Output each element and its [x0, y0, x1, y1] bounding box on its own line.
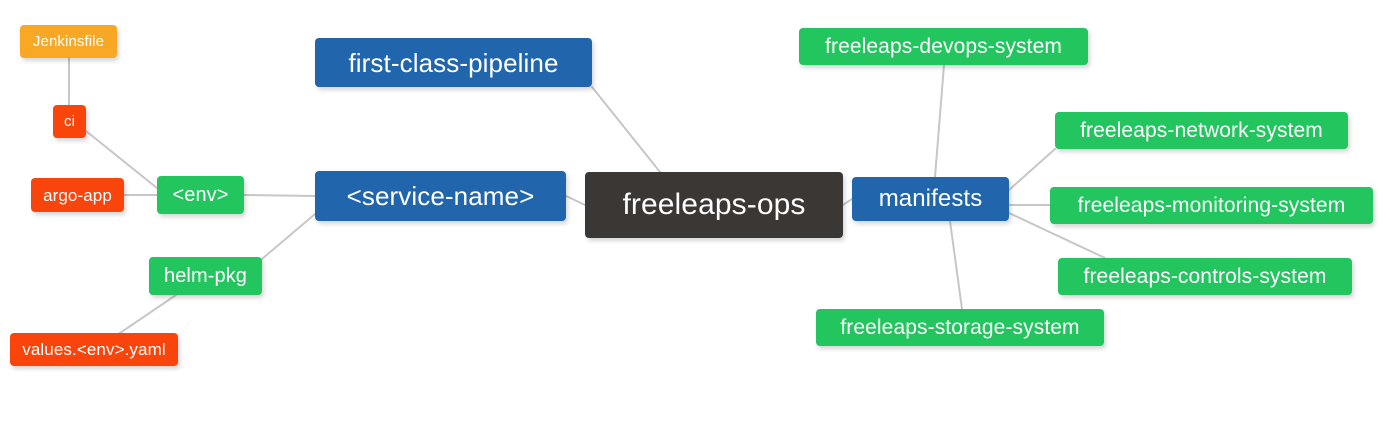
mindmap-node-ci[interactable]: ci [53, 105, 86, 138]
edge-service-name-to-first-class-pipeline [591, 86, 661, 173]
mindmap-node-freeleaps-network-system[interactable]: freeleaps-network-system [1055, 112, 1348, 149]
edge-service-name-to-helm-pkg [261, 213, 316, 260]
edge-manifests-to-freeleaps-devops-system [934, 64, 945, 178]
mindmap-node-freeleaps-ops[interactable]: freeleaps-ops [585, 172, 843, 238]
edge-freeleaps-ops-to-service-name [565, 195, 586, 206]
mindmap-node-freeleaps-controls-system[interactable]: freeleaps-controls-system [1058, 258, 1352, 295]
edge-manifests-to-freeleaps-storage-system [949, 220, 963, 310]
edge-service-name-to-env [243, 194, 316, 197]
edge-helm-pkg-to-values-env-yaml [119, 294, 177, 334]
mindmap-node-helm-pkg[interactable]: helm-pkg [149, 257, 262, 295]
edge-freeleaps-ops-to-manifests [842, 198, 853, 206]
edge-manifests-to-freeleaps-network-system [1008, 148, 1056, 191]
mindmap-node-env[interactable]: <env> [157, 176, 244, 214]
mindmap-node-freeleaps-monitoring-system[interactable]: freeleaps-monitoring-system [1050, 187, 1373, 224]
mindmap-node-manifests[interactable]: manifests [852, 177, 1009, 221]
mindmap-node-argo-app[interactable]: argo-app [31, 178, 124, 212]
mindmap-node-freeleaps-devops-system[interactable]: freeleaps-devops-system [799, 28, 1088, 65]
mindmap-node-values-env-yaml[interactable]: values.<env>.yaml [10, 333, 178, 366]
mindmap-node-service-name[interactable]: <service-name> [315, 171, 566, 221]
mindmap-node-jenkinsfile[interactable]: Jenkinsfile [20, 25, 117, 58]
mindmap-node-first-class-pipeline[interactable]: first-class-pipeline [315, 38, 592, 87]
mindmap-node-freeleaps-storage-system[interactable]: freeleaps-storage-system [816, 309, 1104, 346]
